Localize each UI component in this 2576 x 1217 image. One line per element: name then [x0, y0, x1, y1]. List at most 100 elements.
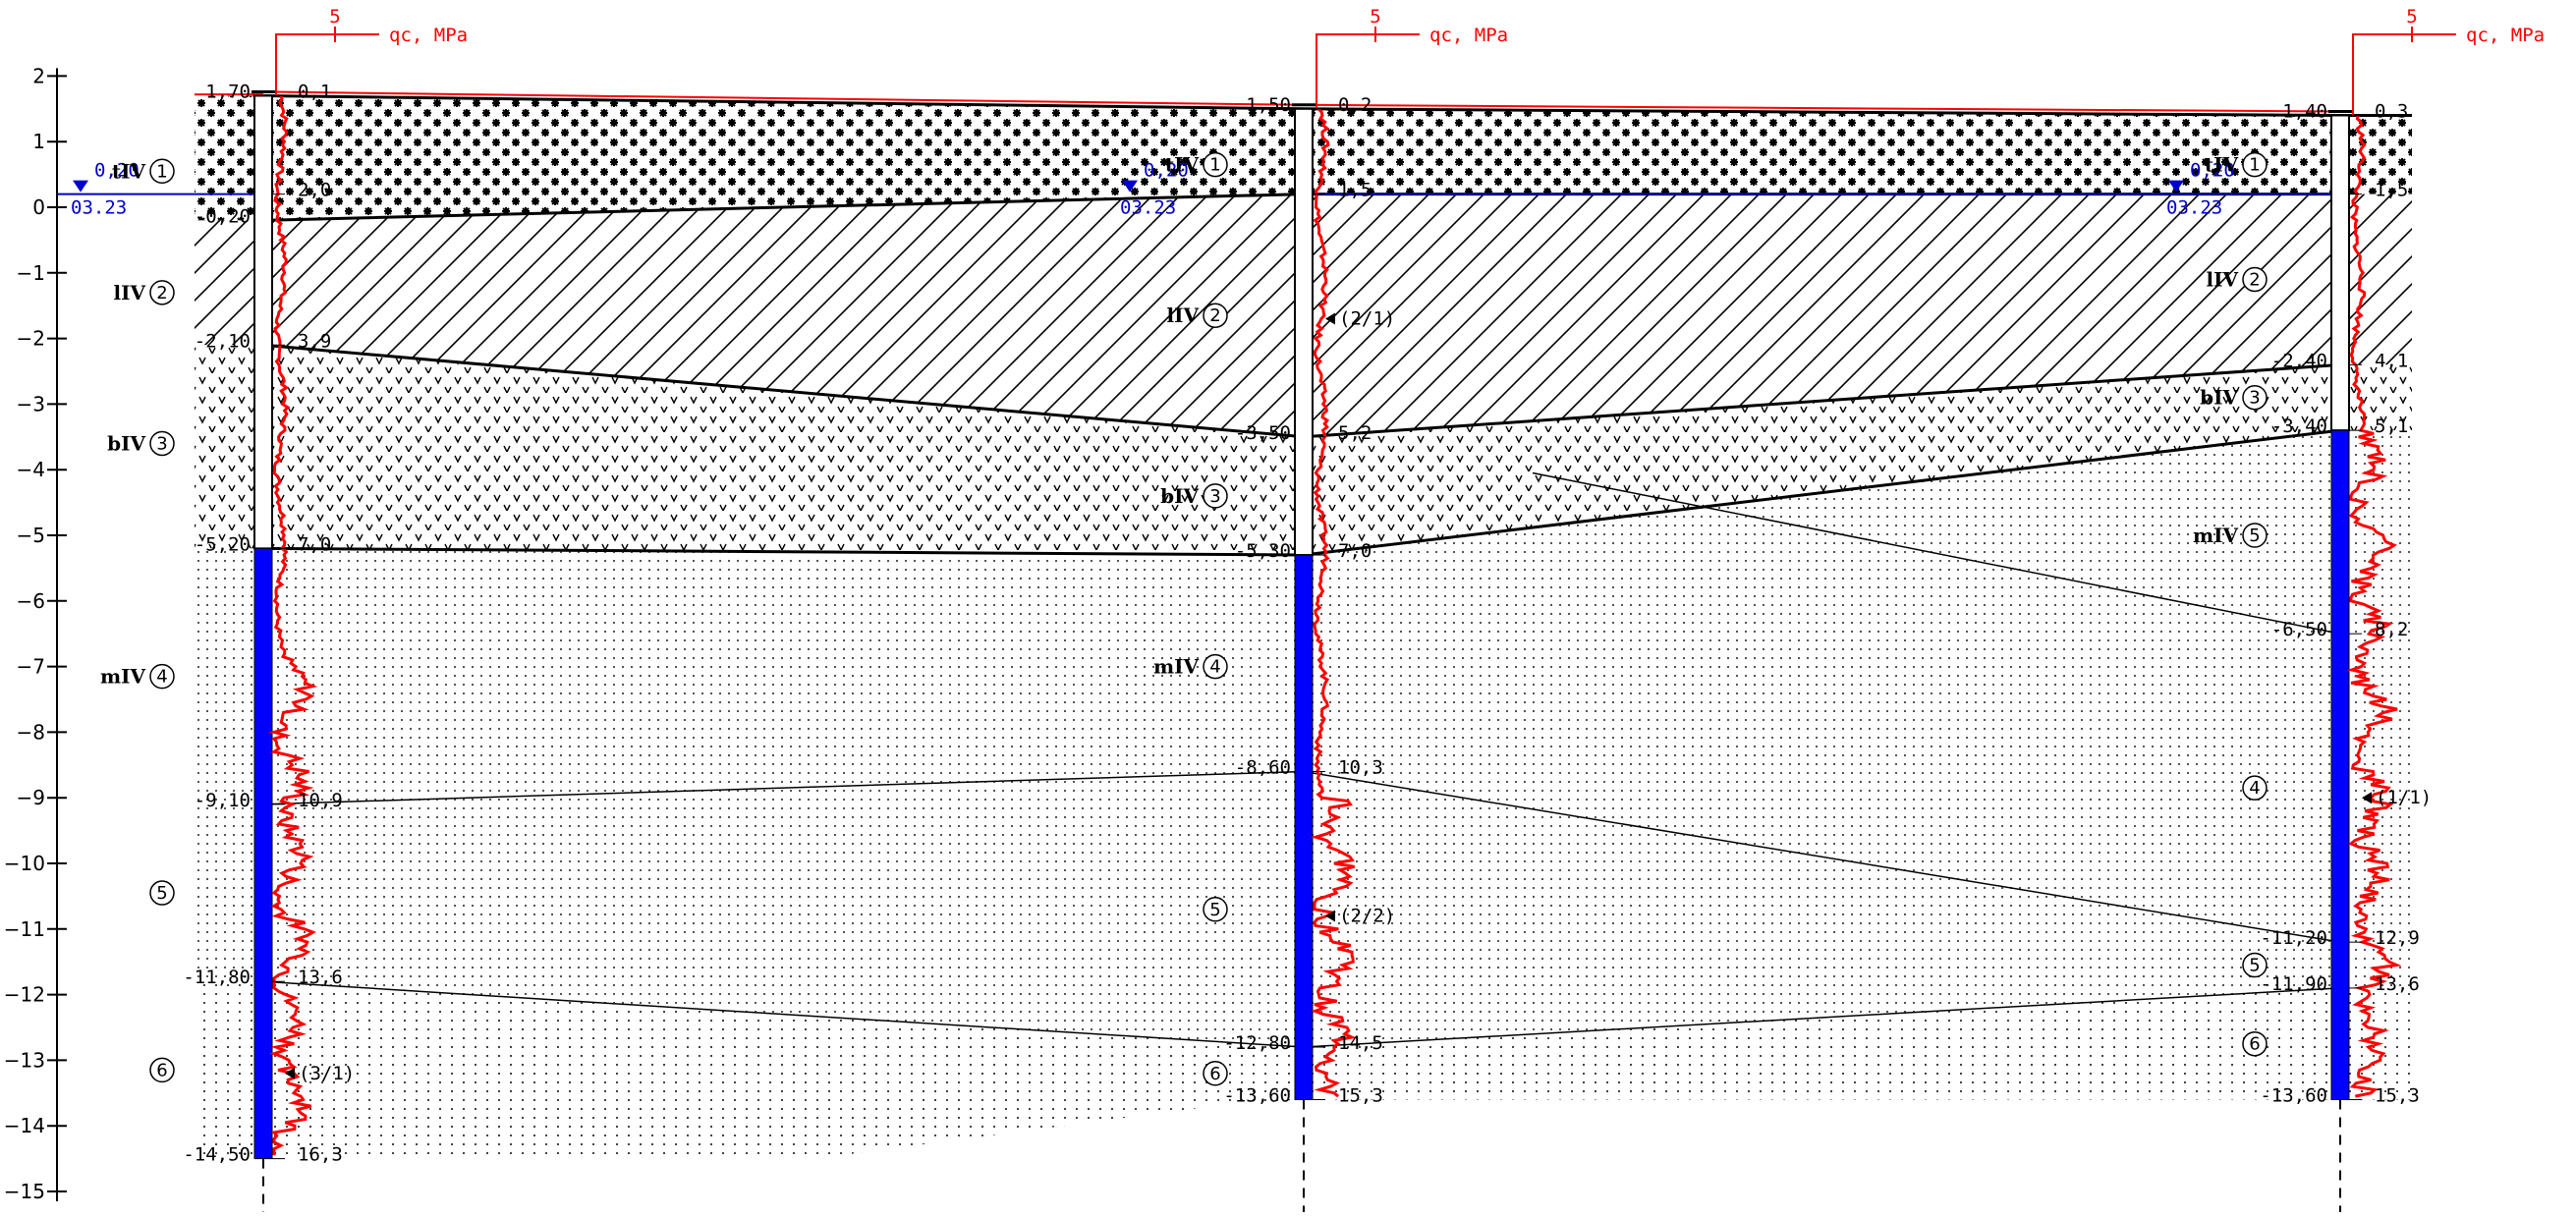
sample-label: (2/2): [1339, 905, 1395, 926]
borehole-water-filled: [1294, 554, 1314, 1100]
layer-index: tIV: [1165, 153, 1200, 177]
axis-tick-label: −4: [17, 458, 45, 481]
axis-tick-label: −2: [17, 327, 45, 351]
axis-tick-label: −11: [4, 917, 45, 941]
layer-number-circle: [2242, 1030, 2268, 1057]
elevation-label: -6,50: [2271, 619, 2327, 640]
sample-label: (1/1): [2376, 787, 2432, 808]
elevation-label: -9,10: [195, 790, 251, 811]
layer-index: lIV: [2207, 267, 2239, 291]
cpt-value: 0,3: [2375, 100, 2408, 122]
boundary-3-4: [262, 546, 1305, 557]
layer-number-circle: [1203, 151, 1228, 178]
axis-tick-label: −6: [17, 589, 45, 613]
layer-number: 4: [1209, 657, 1220, 678]
elevation-label: -14,50: [183, 1144, 251, 1166]
layer-number-circle: [2242, 266, 2268, 293]
layer-label: 4 mIV: [100, 663, 175, 690]
layer-number: 6: [2249, 1034, 2260, 1055]
layer-number: 6: [156, 1060, 167, 1080]
layer-number: 5: [2249, 956, 2260, 976]
layer-number-circle: [149, 663, 175, 690]
water-level-value: 0,20: [94, 160, 140, 182]
layer-index: bIV: [2200, 386, 2238, 410]
cpt-unit-label: qc, MPa: [2466, 25, 2545, 46]
layer-label: 5: [1203, 897, 1228, 922]
cpt-value: 1,5: [1338, 180, 1372, 201]
borehole-2: 5qc, MPa0,21,55,27,010,314,515,31,50-3,5…: [1223, 6, 1508, 1212]
elevation-label: -13,60: [1223, 1084, 1291, 1106]
water-level-value: 0,20: [2190, 160, 2235, 182]
cpt-curve: [268, 95, 318, 1156]
layer-index: tIV: [112, 159, 146, 183]
cpt-value: 16,3: [298, 1144, 343, 1166]
boreholes: 5qc, MPa0,12,03,97,010,913,616,31,70-0,2…: [183, 6, 2545, 1212]
layer-index: mIV: [2193, 524, 2239, 547]
elevation-label: -2,10: [195, 330, 251, 352]
layer-number: 6: [1209, 1064, 1220, 1084]
elevation-label: -5,30: [1235, 540, 1291, 562]
cpt-curve: [1310, 107, 1358, 1098]
sample-label: (3/1): [299, 1063, 355, 1084]
cpt-value: 15,3: [1338, 1084, 1383, 1106]
axis-tick-label: −10: [4, 852, 45, 875]
cpt-value: 1,5: [2375, 180, 2408, 201]
borehole-casing: [2330, 114, 2350, 432]
cpt-value: 10,9: [298, 790, 343, 811]
cpt-value: 5,2: [1338, 422, 1372, 444]
borehole-casing: [253, 94, 273, 550]
elevation-label: -13,60: [2260, 1084, 2327, 1106]
sample-marker-icon: [285, 1067, 295, 1079]
axis-tick-label: −7: [17, 655, 45, 679]
cpt-value: 8,2: [2375, 619, 2408, 640]
water-level-date: 03.23: [71, 197, 127, 219]
layer-number-circle: [2242, 151, 2268, 178]
cpt-value: 13,6: [2375, 973, 2420, 995]
elevation-label: 1,50: [1246, 94, 1291, 116]
water-level-date: 03.23: [1120, 197, 1176, 219]
layer-number: 2: [2249, 269, 2260, 290]
elevation-label: -11,90: [2260, 973, 2327, 995]
axis-tick-label: 0: [32, 195, 45, 219]
axis-tick-label: −1: [17, 261, 45, 285]
axis-tick-label: −8: [17, 720, 45, 744]
layer-number: 2: [156, 283, 167, 304]
cpt-value: 14,5: [1338, 1032, 1383, 1054]
elevation-label: -0,20: [195, 205, 251, 227]
layer-number-circle: [2242, 523, 2268, 548]
layer-number-circle: [1203, 483, 1228, 509]
layer-index: mIV: [100, 665, 146, 689]
layer-number: 4: [156, 667, 167, 688]
layer-index: mIV: [1153, 655, 1200, 679]
axis-tick-label: −12: [4, 983, 45, 1007]
cpt-value: 13,6: [298, 967, 343, 988]
layer-number: 3: [1209, 486, 1220, 507]
layer-number-circle: [1203, 1061, 1228, 1086]
layer-number-circle: [149, 430, 175, 457]
layer-number: 1: [156, 161, 167, 182]
cpt-axis: [2352, 33, 2456, 116]
layer-labels: 1tIV2lIV3bIV4mIV561tIV2lIV3bIV4mIV561tIV…: [100, 151, 2268, 1086]
elevation-label: 1,40: [2282, 100, 2327, 122]
water-level-triangle-icon: [2168, 180, 2184, 193]
layer-number-circle: [149, 1057, 175, 1083]
cpt-scale-label: 5: [329, 6, 340, 28]
axis-tick-label: −14: [4, 1114, 45, 1137]
layer-number-circle: [2242, 384, 2268, 411]
elevation-label: -11,80: [183, 967, 251, 988]
layer-label: 5: [2242, 952, 2268, 978]
elevation-axis: 210−1−2−3−4−5−6−7−8−9−10−11−12−13−14−15: [4, 64, 67, 1203]
elevation-label: -2,40: [2271, 350, 2327, 371]
layer-number: 3: [156, 433, 167, 454]
layer-number-circle: [1203, 653, 1228, 680]
axis-tick-label: 1: [32, 130, 45, 153]
water-level-triangle-icon: [1122, 180, 1138, 193]
cpt-axis: [1316, 33, 1420, 109]
borehole-water-filled: [2330, 429, 2350, 1100]
sample-marker-icon: [2362, 792, 2372, 804]
